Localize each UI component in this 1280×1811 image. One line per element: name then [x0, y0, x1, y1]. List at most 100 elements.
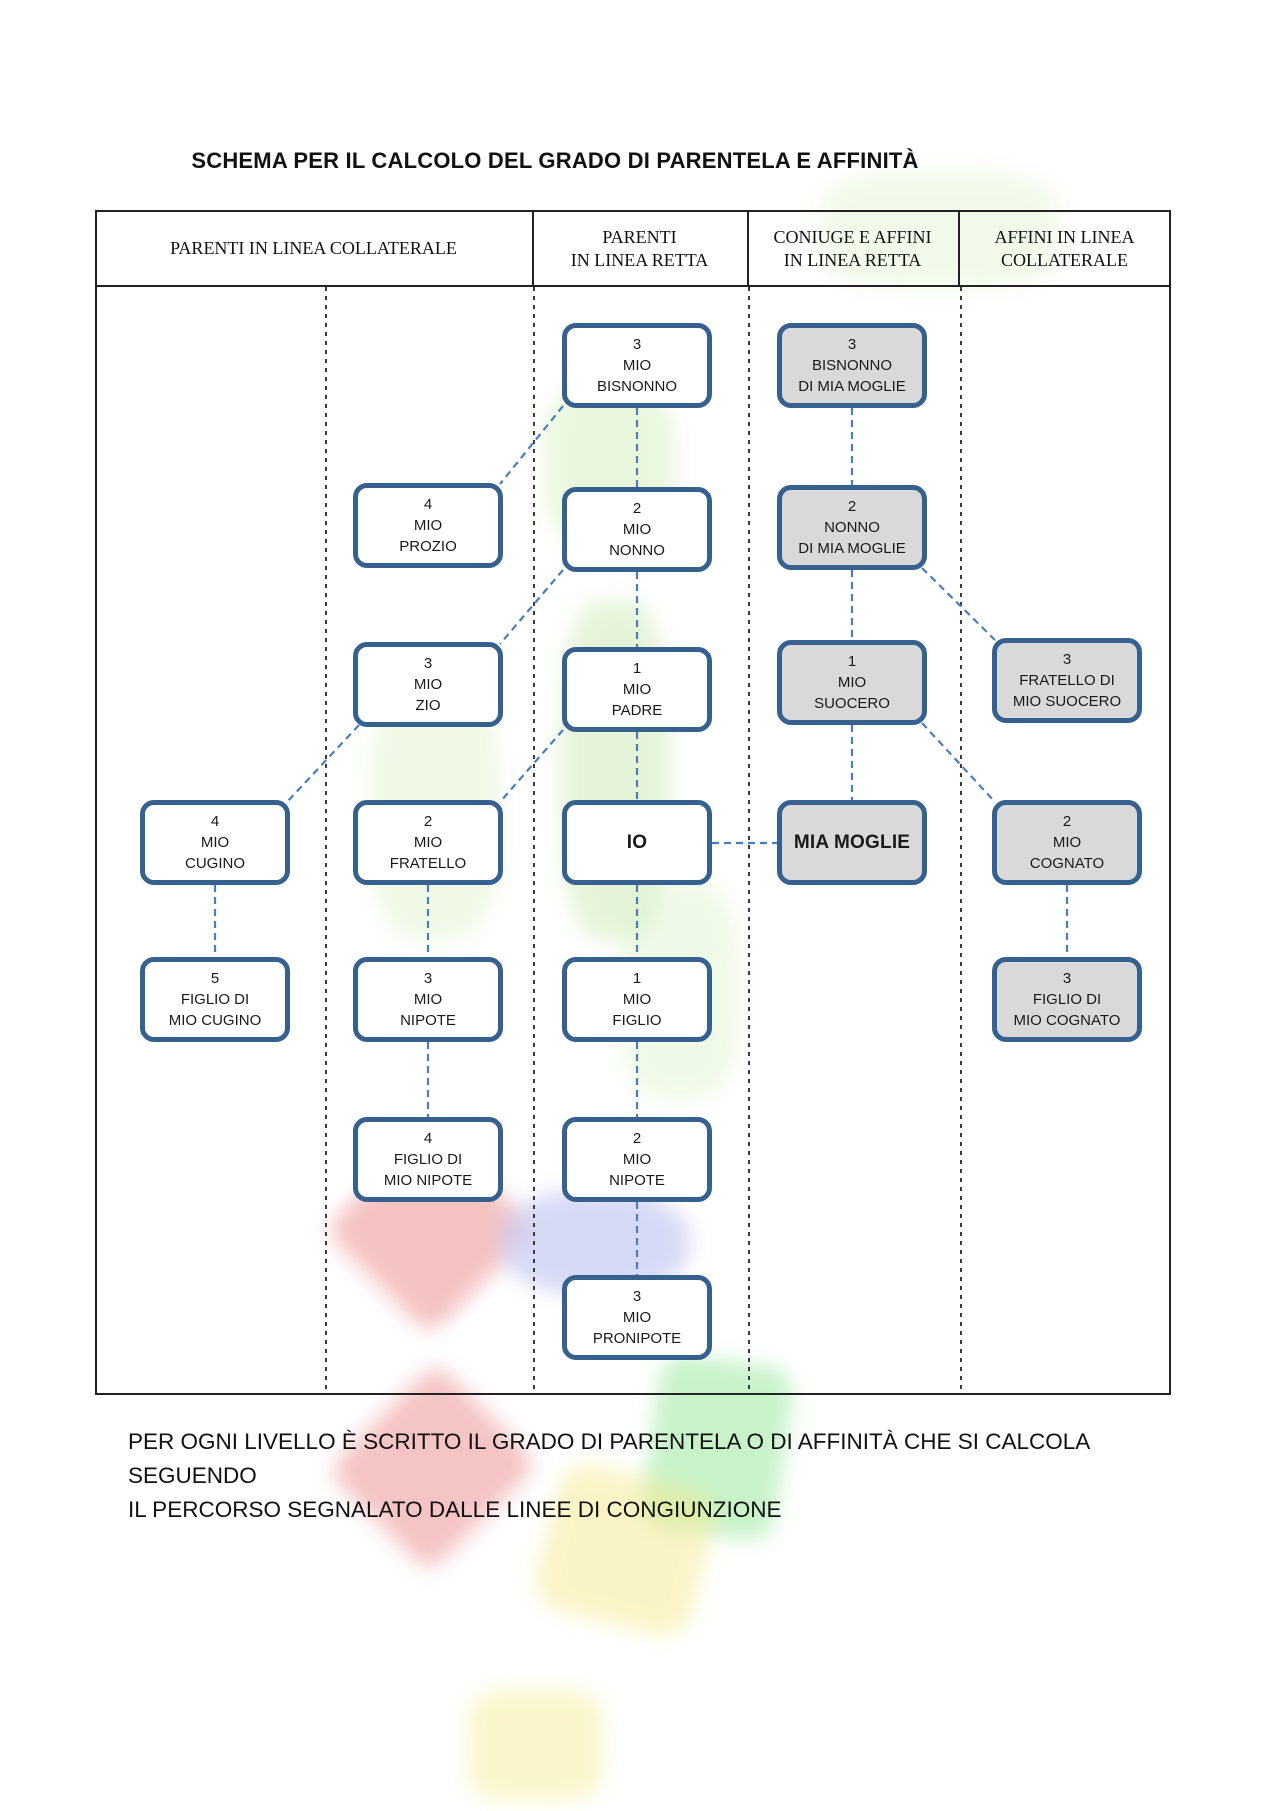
node-label: MIO [1052, 834, 1082, 851]
node-label: MIO [622, 1309, 652, 1326]
node-mio-suocero: 1 MIO SUOCERO [777, 640, 927, 725]
column-header-coniuge-affini: CONIUGE E AFFINI IN LINEA RETTA [747, 210, 958, 287]
node-label: PADRE [611, 702, 663, 719]
node-grade: 2 [423, 813, 433, 830]
connector-line [499, 569, 564, 645]
node-nonno-di-mia-moglie: 2 NONNO DI MIA MOGLIE [777, 485, 927, 570]
connector-line [286, 724, 360, 803]
node-grade: 3 [847, 336, 857, 353]
connector-line [499, 405, 564, 485]
node-label: MIO [622, 681, 652, 698]
node-label: DI MIA MOGLIE [798, 540, 906, 557]
node-label: ZIO [415, 697, 441, 714]
footnote-line: IL PERCORSO SEGNALATO DALLE LINEE DI CON… [128, 1497, 782, 1522]
connector-line [921, 567, 996, 641]
node-label: SUOCERO [814, 695, 890, 712]
footnote-caption: PER OGNI LIVELLO È SCRITTO IL GRADO DI P… [128, 1425, 1188, 1527]
header-column-divider [532, 210, 534, 287]
node-label: CUGINO [185, 855, 245, 872]
node-grade: 3 [632, 336, 642, 353]
node-label: MIO [837, 674, 867, 691]
node-label: FIGLIO DI [180, 991, 250, 1008]
node-label: MIO [200, 834, 230, 851]
node-mio-fratello: 2 MIO FRATELLO [353, 800, 503, 885]
node-label: FIGLIO DI [393, 1151, 463, 1168]
node-label: NIPOTE [609, 1172, 665, 1189]
node-label: FIGLIO [612, 1012, 662, 1029]
node-grade: 2 [847, 498, 857, 515]
node-mio-zio: 3 MIO ZIO [353, 642, 503, 727]
node-label: COGNATO [1029, 855, 1105, 872]
node-grade: 3 [632, 1288, 642, 1305]
node-mio-nipote-collaterale: 3 MIO NIPOTE [353, 957, 503, 1042]
header-line: COLLATERALE [1001, 249, 1128, 270]
node-label: MIO [413, 834, 443, 851]
column-guide-line [325, 287, 327, 1393]
node-mio-figlio: 1 MIO FIGLIO [562, 957, 712, 1042]
header-column-divider [958, 210, 960, 287]
node-grade: 3 [423, 970, 433, 987]
connector-line [921, 722, 996, 803]
node-label: FIGLIO DI [1032, 991, 1102, 1008]
node-io: IO [562, 800, 712, 885]
header-line: AFFINI IN LINEA [994, 226, 1135, 247]
header-line: IN LINEA RETTA [783, 249, 922, 270]
node-mio-nonno: 2 MIO NONNO [562, 487, 712, 572]
node-grade: 3 [1062, 970, 1072, 987]
node-grade: 3 [423, 655, 433, 672]
node-mia-moglie: MIA MOGLIE [777, 800, 927, 885]
node-label: MIO SUOCERO [1012, 693, 1122, 710]
node-label: FRATELLO DI [1019, 672, 1115, 689]
node-grade: 4 [210, 813, 220, 830]
node-grade: 2 [632, 500, 642, 517]
node-label: PRONIPOTE [592, 1330, 682, 1347]
node-label: MIA MOGLIE [793, 832, 911, 853]
column-header-affini-collaterale: AFFINI IN LINEA COLLATERALE [958, 210, 1171, 287]
node-fratello-di-mio-suocero: 3 FRATELLO DI MIO SUOCERO [992, 638, 1142, 723]
watermark-blob [468, 1690, 603, 1800]
node-label: NONNO [609, 542, 665, 559]
node-label: NIPOTE [400, 1012, 456, 1029]
footnote-line: PER OGNI LIVELLO È SCRITTO IL GRADO DI P… [128, 1429, 1090, 1488]
node-label: BISNONNO [596, 378, 677, 395]
node-grade: 1 [847, 653, 857, 670]
node-label: BISNONNO [811, 357, 892, 374]
column-guide-line [533, 287, 535, 1393]
column-header-parenti-retta: PARENTI IN LINEA RETTA [532, 210, 747, 287]
node-label: MIO [622, 991, 652, 1008]
table-header-divider [95, 285, 1171, 287]
node-mio-cugino: 4 MIO CUGINO [140, 800, 290, 885]
watermark-blob [820, 170, 1060, 290]
node-mio-nipote-retta: 2 MIO NIPOTE [562, 1117, 712, 1202]
header-line: PARENTI IN LINEA COLLATERALE [170, 238, 457, 258]
node-grade: 1 [632, 660, 642, 677]
schema-table-frame [95, 210, 1171, 1395]
node-grade: 5 [210, 970, 220, 987]
node-label: MIO [622, 521, 652, 538]
node-label: MIO [413, 676, 443, 693]
node-grade: 2 [632, 1130, 642, 1147]
header-column-divider [747, 210, 749, 287]
node-label: DI MIA MOGLIE [798, 378, 906, 395]
node-label: MIO [622, 357, 652, 374]
node-figlio-di-mio-nipote: 4 FIGLIO DI MIO NIPOTE [353, 1117, 503, 1202]
node-figlio-di-mio-cognato: 3 FIGLIO DI MIO COGNATO [992, 957, 1142, 1042]
node-mio-cognato: 2 MIO COGNATO [992, 800, 1142, 885]
node-label: PROZIO [399, 538, 457, 555]
node-mio-pronipote: 3 MIO PRONIPOTE [562, 1275, 712, 1360]
node-bisnonno-di-mia-moglie: 3 BISNONNO DI MIA MOGLIE [777, 323, 927, 408]
node-mio-prozio: 4 MIO PROZIO [353, 483, 503, 568]
node-mio-bisnonno: 3 MIO BISNONNO [562, 323, 712, 408]
node-figlio-di-mio-cugino: 5 FIGLIO DI MIO CUGINO [140, 957, 290, 1042]
node-label: MIO [622, 1151, 652, 1168]
node-grade: 2 [1062, 813, 1072, 830]
node-label: NONNO [824, 519, 880, 536]
node-grade: 1 [632, 970, 642, 987]
node-grade: 3 [1062, 651, 1072, 668]
node-label: MIO COGNATO [1013, 1012, 1121, 1029]
connector-line [499, 729, 564, 803]
column-guide-line [748, 287, 750, 1393]
node-label: FRATELLO [389, 855, 467, 872]
